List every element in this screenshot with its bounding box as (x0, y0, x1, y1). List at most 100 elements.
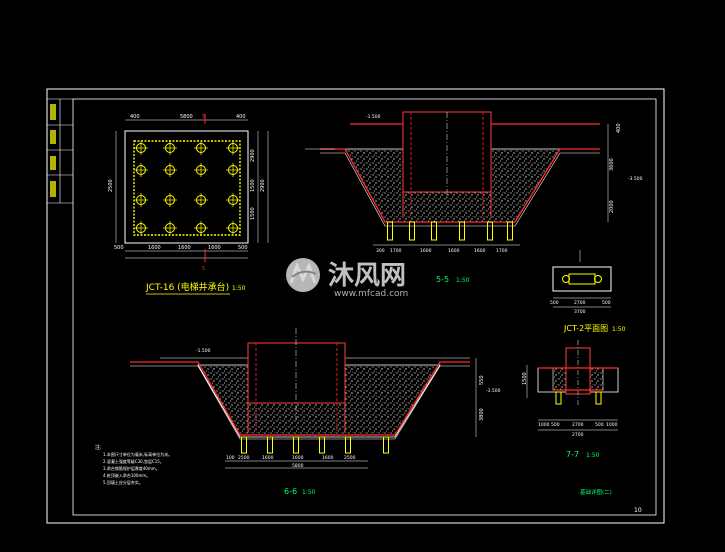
notes-line-1: 1.本图尺寸单位为毫米,标高单位为米。 (103, 451, 172, 457)
plan-jct16-side-dim-1: 2900 (250, 149, 256, 162)
plan-jct16-section-mark-bottom: 5 (202, 266, 205, 272)
section77-scale: 1:50 (586, 452, 600, 459)
watermark-logo-icon (286, 258, 320, 292)
pile-symbol-icon (163, 163, 177, 177)
section-pile (345, 436, 351, 454)
section66-dim-r2: 3800 (479, 408, 485, 421)
notes-line-5: 5.回填土应分层夯实。 (103, 479, 143, 485)
section66-dim-b3: 1600 (262, 455, 274, 461)
notes-line-4: 4.桩顶嵌入承台100mm。 (103, 472, 150, 478)
watermark-brand: 沐风网 (328, 261, 406, 291)
section77-dim-b4: 500 (595, 422, 604, 428)
section55-dim-b1: 300 (376, 248, 385, 254)
section55-dim-r2: 2000 (609, 200, 615, 213)
section55-dim-b2: 1700 (390, 248, 402, 254)
inner-frame (72, 98, 657, 516)
watermark: 沐风网 www.mfcad.com (286, 258, 408, 299)
pile-symbol-icon (194, 163, 208, 177)
plan-jct2 (552, 250, 612, 308)
section77-dim-total: 2700 (572, 432, 584, 438)
page-number: 10 (634, 507, 642, 514)
section66-scale: 1:50 (302, 489, 316, 496)
section-pile (459, 221, 465, 241)
pile-symbol-icon (134, 193, 148, 207)
section55-scale: 1:50 (456, 277, 470, 284)
pile-symbol-icon (134, 141, 148, 155)
plan-jct16-side-dim-3: 1500 (250, 207, 256, 220)
section66-caption: 6-6 (284, 487, 297, 496)
section-pile (431, 221, 437, 241)
plan-jct16-bottom-dim-4: 1600 (208, 245, 221, 251)
section66-dim-b2: 2500 (238, 455, 250, 461)
outer-frame (46, 88, 665, 524)
section-pile (487, 221, 493, 241)
section66-dim-r1: 550 (479, 375, 485, 385)
plan-jct2-dim-3: 500 (602, 300, 611, 306)
section66-level-1: -1.500 (196, 348, 211, 354)
section77-dim-left: 1500 (522, 372, 528, 385)
section-77 (526, 340, 619, 431)
binding-strip (47, 98, 73, 204)
section77-caption: 7-7 (566, 450, 579, 459)
plan-jct2-dim-2: 2700 (574, 300, 586, 306)
section-pile (409, 221, 415, 241)
section55-dim-b5: 1600 (474, 248, 486, 254)
pile-symbol-icon (226, 221, 240, 235)
section66-dim-b6: 2500 (344, 455, 356, 461)
plan-jct16-top-dim-1: 400 (130, 114, 140, 120)
section66-dim-total: 5800 (292, 463, 304, 469)
plan-jct16-bottom-dim-1: 500 (114, 245, 124, 251)
section66-level-2: -3.500 (486, 388, 501, 394)
section-66 (130, 328, 477, 469)
section55-level-1: -1.500 (366, 114, 381, 120)
notes-line-2: 2.混凝土强度等级C30,垫层C15。 (103, 458, 164, 464)
pile-symbol-icon (134, 221, 148, 235)
section77-dim-b1: 1000 (538, 422, 550, 428)
plan-jct16-scale: 1:50 (232, 285, 246, 292)
plan-jct2-caption: JCT-2平面图 (563, 324, 608, 333)
pile-symbol-icon (163, 221, 177, 235)
section55-dim-b3: 1600 (420, 248, 432, 254)
notes-line-3: 3.承台钢筋保护层厚度40mm。 (103, 465, 160, 471)
plan-jct16-side-dim-5: 2500 (108, 179, 114, 192)
pile-symbol-icon (194, 193, 208, 207)
section55-caption: 5-5 (436, 275, 449, 284)
section-pile (241, 436, 247, 454)
plan-jct16-side-dim-4: 2900 (260, 179, 266, 192)
section-pile (293, 436, 299, 454)
pile-symbol-icon (194, 141, 208, 155)
pile-symbol-icon (226, 193, 240, 207)
section77-dim-b2: 500 (551, 422, 560, 428)
section66-dim-b5: 1600 (322, 455, 334, 461)
section55-dim-r1: 3600 (609, 158, 615, 171)
pile-symbol-icon (134, 163, 148, 177)
section-pile (383, 436, 389, 454)
plan-jct16-section-mark-top: 5 (202, 114, 205, 120)
watermark-url: www.mfcad.com (334, 289, 408, 299)
pile-symbol-icon (163, 141, 177, 155)
section66-piles (241, 436, 389, 454)
section55-dim-r3: 400 (616, 123, 622, 133)
plan-jct16-bottom-dim-2: 1600 (148, 245, 161, 251)
plan-pile-grid (134, 141, 240, 235)
pile-symbol-icon (194, 221, 208, 235)
plan-jct2-scale: 1:50 (612, 326, 626, 333)
section55-dim-b6: 1700 (496, 248, 508, 254)
section66-dim-b1: 100 (226, 455, 235, 461)
section66-dim-b4: 1600 (292, 455, 304, 461)
section77-dim-b5: 1000 (606, 422, 618, 428)
section77-dim-b3: 2700 (572, 422, 584, 428)
section-pile (507, 221, 513, 241)
plan-jct16-caption: JCT-16 (电梯井承台) (145, 281, 229, 293)
section-pile (319, 436, 325, 454)
pile-symbol-icon (226, 141, 240, 155)
plan-jct16-top-dim-3: 400 (236, 114, 246, 120)
notes-block: 注: 1.本图尺寸单位为毫米,标高单位为米。 2.混凝土强度等级C30,垫层C1… (95, 444, 172, 485)
section-pile (267, 436, 273, 454)
section55-dim-b4: 1600 (448, 248, 460, 254)
plan-jct2-dim-total: 3700 (574, 309, 586, 315)
plan-jct2-dim-1: 500 (550, 300, 559, 306)
section-pile (387, 221, 393, 241)
